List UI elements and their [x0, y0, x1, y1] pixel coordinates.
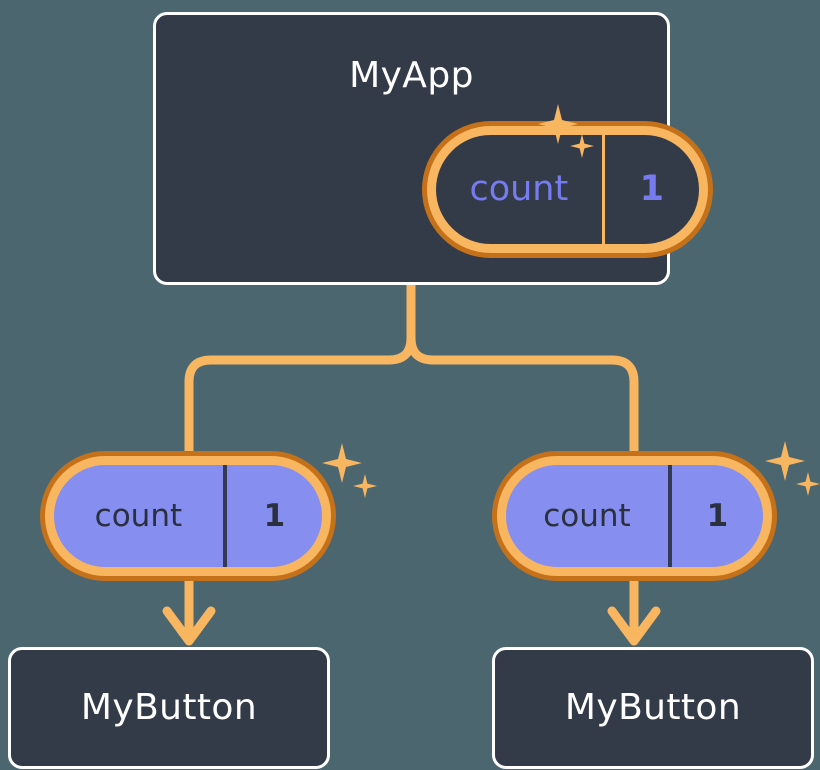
state-key-label: count	[543, 497, 631, 534]
component-title-mybutton: MyButton	[564, 687, 742, 728]
component-card-myapp[interactable]: MyApp count 1	[153, 12, 713, 285]
state-pill-body: count 1	[54, 465, 322, 567]
state-pill-ring: count 1	[427, 126, 708, 253]
state-key-label: count	[469, 169, 569, 209]
state-pill-child-right[interactable]: count 1	[492, 451, 777, 581]
sparkle-icon	[322, 443, 362, 483]
state-value-label: 1	[667, 465, 763, 567]
sparkle-icon	[765, 441, 805, 481]
state-value-label: 1	[222, 465, 322, 567]
component-card-mybutton-right[interactable]: MyButton	[492, 647, 814, 769]
arrow-right-down	[607, 580, 661, 646]
state-pill-child-left[interactable]: count 1	[40, 451, 336, 581]
state-key-label: count	[94, 497, 183, 534]
connector-trunk-and-split	[406, 280, 639, 457]
state-pill-body: count 1	[506, 465, 763, 567]
connector-split-left	[184, 333, 416, 457]
state-pill-ring: count 1	[497, 456, 772, 576]
arrow-left-down	[162, 580, 216, 646]
component-title-myapp: MyApp	[349, 55, 474, 96]
state-pill-body: count 1	[436, 135, 699, 244]
sparkle-icon	[353, 474, 377, 498]
state-pill-myapp[interactable]: count 1	[422, 121, 713, 258]
component-card-mybutton-left[interactable]: MyButton	[8, 647, 330, 769]
sparkle-icon	[796, 472, 820, 496]
state-value-label: 1	[601, 135, 699, 244]
state-pill-ring: count 1	[45, 456, 331, 576]
component-title-mybutton: MyButton	[80, 687, 258, 728]
